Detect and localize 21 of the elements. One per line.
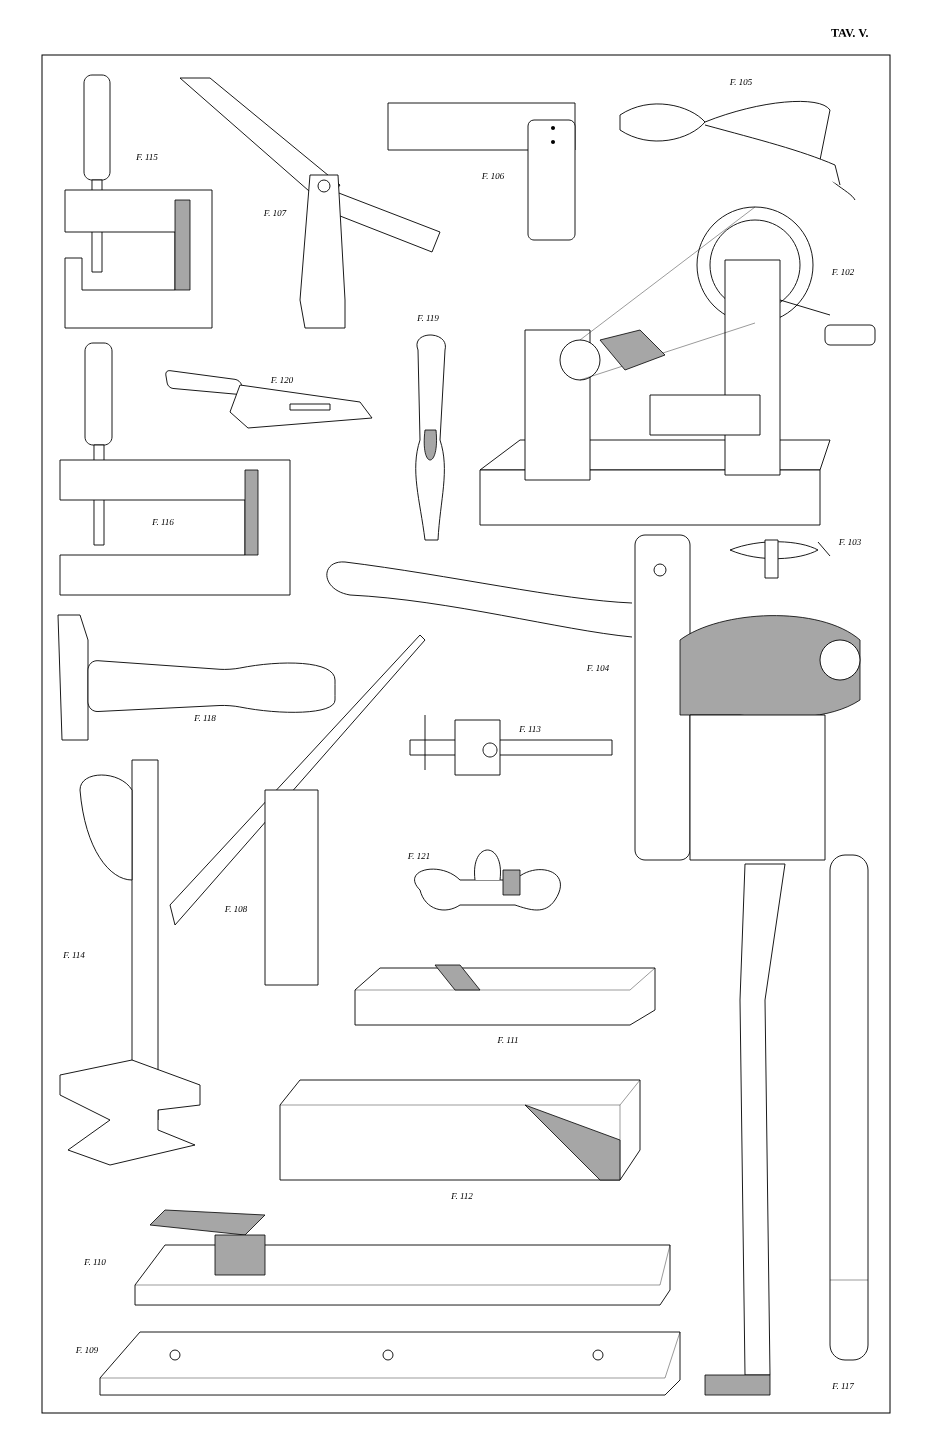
figure-label: F. 117 [831,1382,855,1391]
figure-label: F. 109 [74,1345,100,1355]
figure-label: F. 104 [585,663,611,673]
plate-title: TAV. V. [831,28,868,38]
figure-label: F. 111 [496,1036,520,1045]
figure-label: F. 113 [518,724,542,734]
figure-label: F. 115 [135,152,159,162]
figure-label: F. 114 [62,951,86,960]
figure-label: F. 102 [830,267,856,277]
figure-label: F. 107 [262,208,288,218]
figure-label: F. 103 [837,537,863,547]
figure-label: F. 112 [450,1191,474,1201]
figure-label: F. 116 [151,517,175,527]
figure-label: F. 108 [223,904,249,914]
figure-label: F. 106 [480,171,506,181]
figure-label: F. 121 [406,851,432,861]
figure-label: F. 119 [416,313,440,323]
figure-label: F. 120 [269,375,295,385]
figure-label: F. 110 [83,1257,107,1267]
figure-label: F. 118 [193,713,217,723]
figure-label: F. 105 [728,77,754,87]
